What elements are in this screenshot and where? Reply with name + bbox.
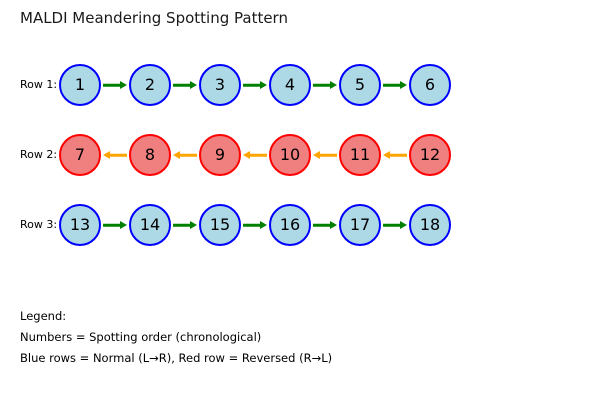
arrow-right-icon [243,64,267,106]
legend-heading: Legend: [20,309,67,323]
spot-circle: 14 [129,204,171,246]
arrow-right-icon [383,204,407,246]
arrow-right-icon [383,64,407,106]
arrow-right-icon [313,204,337,246]
spot-circle: 12 [409,134,451,176]
spot-circle: 16 [269,204,311,246]
spot-circle: 17 [339,204,381,246]
pattern-row-3: Row 3:13 14 15 16 17 18 [0,204,600,246]
spot-circle: 18 [409,204,451,246]
arrow-right-icon [173,204,197,246]
row-label-2: Row 2: [20,148,58,161]
spot-circle: 6 [409,64,451,106]
spot-circle: 9 [199,134,241,176]
spot-circle: 2 [129,64,171,106]
arrow-right-icon [243,204,267,246]
arrow-right-icon [313,64,337,106]
row-label-3: Row 3: [20,218,58,231]
diagram-title: MALDI Meandering Spotting Pattern [20,9,288,27]
spot-circle: 15 [199,204,241,246]
spot-circle: 1 [59,64,101,106]
spot-circle: 13 [59,204,101,246]
row-label-1: Row 1: [20,78,58,91]
spot-circle: 5 [339,64,381,106]
arrow-right-icon [103,64,127,106]
arrow-left-icon [173,134,197,176]
spot-circle: 8 [129,134,171,176]
arrow-right-icon [173,64,197,106]
arrow-left-icon [313,134,337,176]
arrow-right-icon [103,204,127,246]
arrow-left-icon [383,134,407,176]
arrow-left-icon [103,134,127,176]
spot-circle: 4 [269,64,311,106]
spot-circle: 7 [59,134,101,176]
arrow-left-icon [243,134,267,176]
spot-circle: 3 [199,64,241,106]
spot-circle: 10 [269,134,311,176]
legend-numbers-line: Numbers = Spotting order (chronological) [20,330,262,344]
legend: Legend: Numbers = Spotting order (chrono… [20,306,332,369]
legend-colors-line: Blue rows = Normal (L→R), Red row = Reve… [20,351,333,365]
spot-circle: 11 [339,134,381,176]
